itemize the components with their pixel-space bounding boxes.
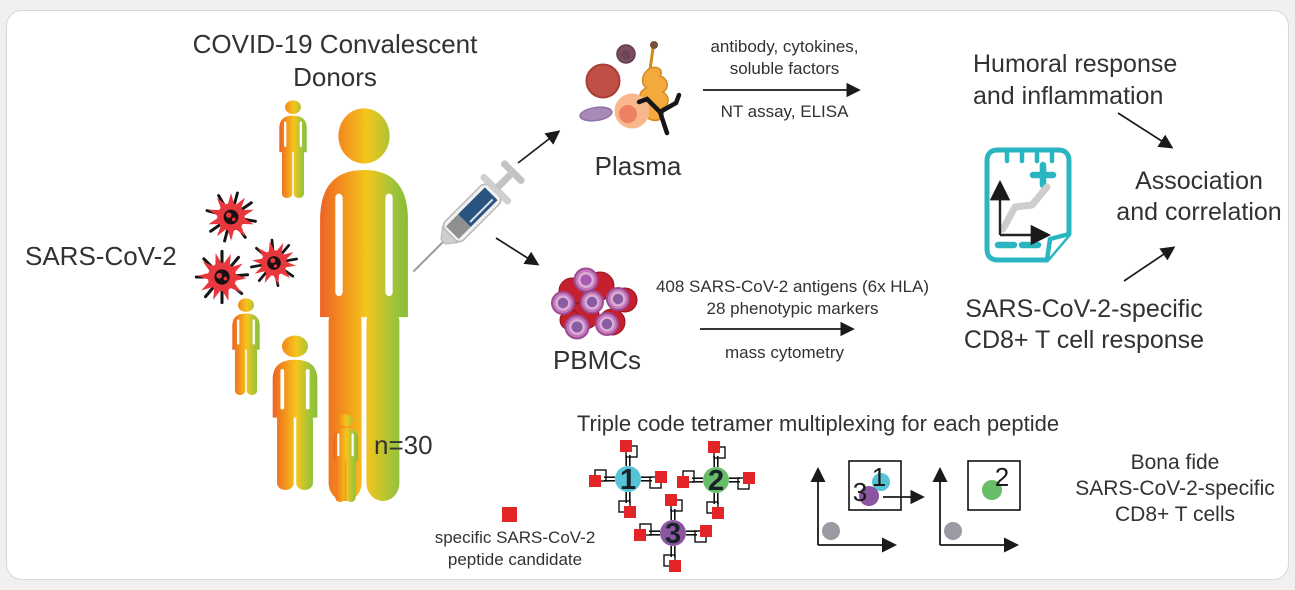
pbmc-label: PBMCs: [552, 345, 642, 375]
tetramer-section-title: Triple code tetramer multiplexing for ea…: [576, 411, 1060, 436]
antibody-icon: [636, 92, 682, 136]
peptide-square-icon: [502, 507, 517, 522]
arrow-cd8-to-association: [1123, 246, 1176, 282]
donor-figure-medium: [272, 335, 318, 490]
pbmc-panel-text: 408 SARS-CoV-2 antigens (6x HLA) 28 phen…: [655, 277, 930, 318]
virus-label: SARS-CoV-2: [25, 241, 177, 271]
tetramer-3-icon: 3: [634, 494, 712, 572]
pbmc-cells-icon: [551, 267, 638, 340]
virus-icon: [205, 191, 257, 243]
diagram-title: COVID-19 Convalescent Donors: [170, 28, 500, 94]
syringe-icon: [412, 160, 525, 273]
gate-label-1: 1: [872, 462, 886, 492]
donor-figure-small-left: [232, 298, 260, 395]
title-line2: Donors: [293, 62, 377, 92]
peptide-legend-text: specific SARS-CoV-2 peptide candidate: [434, 528, 596, 569]
negative-population-dot: [944, 522, 962, 540]
plasma-analytes-text: antibody, cytokines, soluble factors: [710, 37, 859, 78]
virus-icon: [243, 232, 306, 295]
pbmc-assay-text: mass cytometry: [724, 343, 845, 362]
virus-icons-group: [190, 191, 306, 309]
tetramer-3-number: 3: [665, 518, 681, 550]
association-text: Association and correlation: [1116, 167, 1282, 226]
negative-population-dot: [822, 522, 840, 540]
tetramer-2-number: 2: [708, 465, 724, 497]
tetramer-2-icon: 2: [677, 441, 755, 519]
cohort-size-label: n=30: [374, 430, 433, 460]
gate-rectangle: [967, 460, 1021, 511]
gate-rectangle: [848, 460, 902, 511]
plasma-label: Plasma: [594, 151, 682, 181]
report-chart-icon: [984, 147, 1072, 263]
humoral-outcome-text: Humoral response and inflammation: [973, 50, 1178, 110]
gate-label-2: 2: [995, 462, 1009, 492]
arrow-to-pbmc: [495, 237, 540, 266]
virus-icon: [190, 245, 255, 309]
donor-figure-small-top: [279, 100, 307, 198]
gating-plot-2: 2: [932, 460, 1021, 553]
arrow-humoral-to-association: [1117, 112, 1174, 149]
plasma-cells-icon: [579, 41, 682, 136]
bonafide-result-text: Bona fide SARS-CoV-2-specific CD8+ T cel…: [1075, 451, 1275, 526]
cd8-outcome-text: SARS-CoV-2-specific CD8+ T cell response: [963, 295, 1205, 354]
plus-icon: [1029, 161, 1057, 189]
gating-plot-1: 3 1: [810, 460, 902, 553]
tetramer-1-number: 1: [620, 464, 636, 496]
title-line1: COVID-19 Convalescent: [192, 29, 478, 59]
plasma-assays-text: NT assay, ELISA: [720, 102, 849, 121]
tetramer-1-icon: 1: [589, 440, 667, 518]
gate-label-3: 3: [853, 477, 867, 507]
arrow-to-plasma: [517, 130, 561, 164]
